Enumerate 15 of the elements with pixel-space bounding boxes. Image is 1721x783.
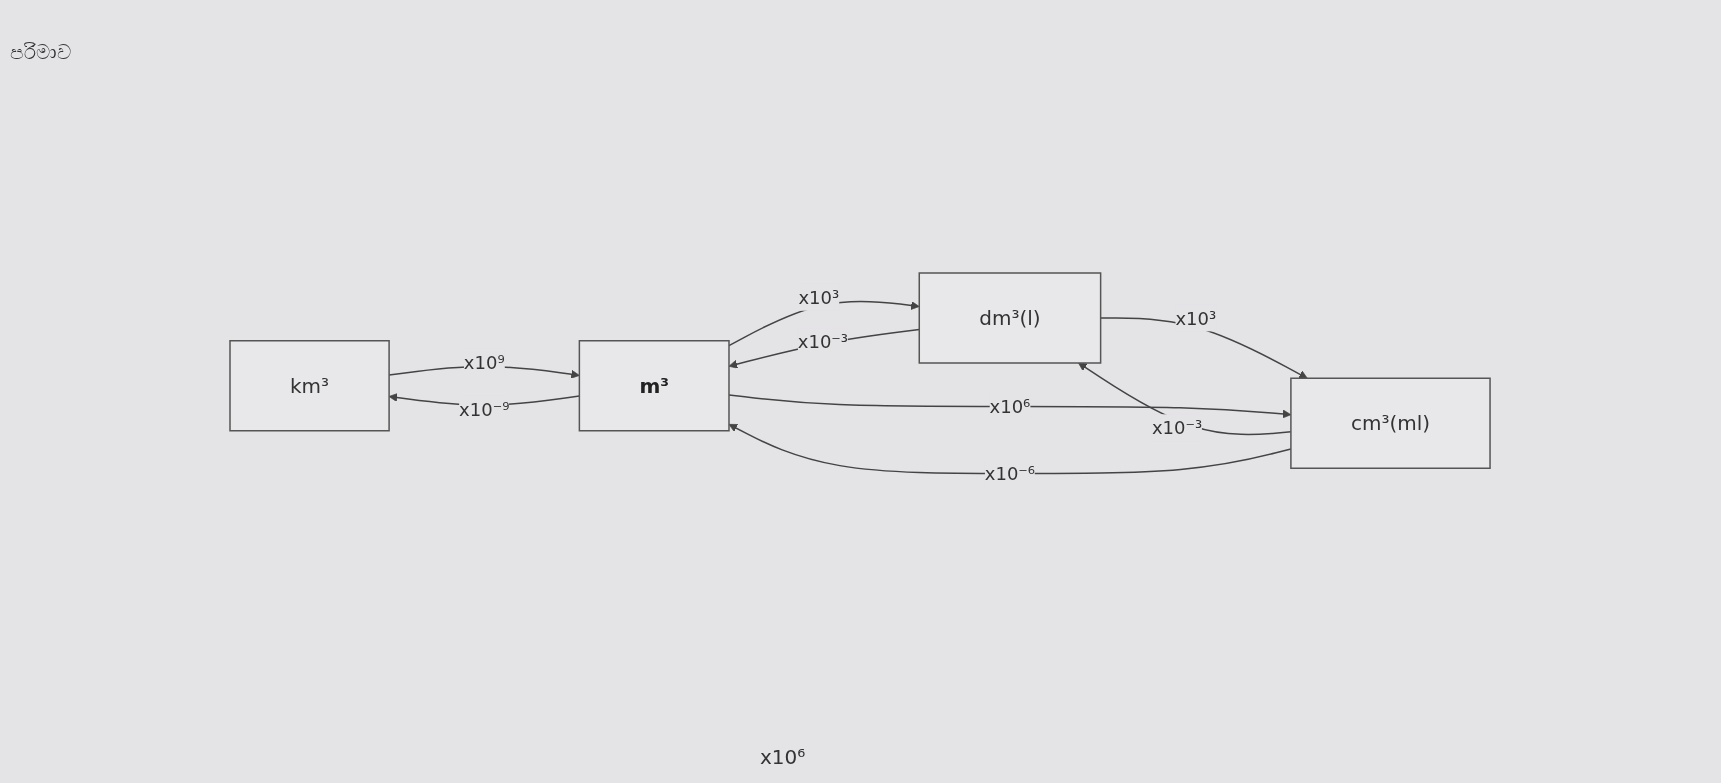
node-box: cm³(ml) <box>1290 377 1491 469</box>
edge-label: x10⁹ <box>463 351 505 373</box>
edge-label: x10⁻⁶ <box>984 463 1036 484</box>
edge-label: x10³ <box>798 286 840 308</box>
edge-label: x10⁻³ <box>1151 417 1203 439</box>
node-box: dm³(l) <box>918 272 1102 364</box>
edge-label: x10³ <box>1175 307 1217 329</box>
title: පරිමාව <box>10 40 71 64</box>
node-box: km³ <box>229 340 390 432</box>
edge-label: x10⁻³ <box>797 331 849 353</box>
arrow <box>728 328 920 369</box>
edge-label: x10⁻⁹ <box>459 398 510 420</box>
arrow-label: x10⁶ <box>760 745 806 769</box>
edge-label: x10⁶ <box>989 396 1031 417</box>
node-box: m³ <box>578 340 730 432</box>
